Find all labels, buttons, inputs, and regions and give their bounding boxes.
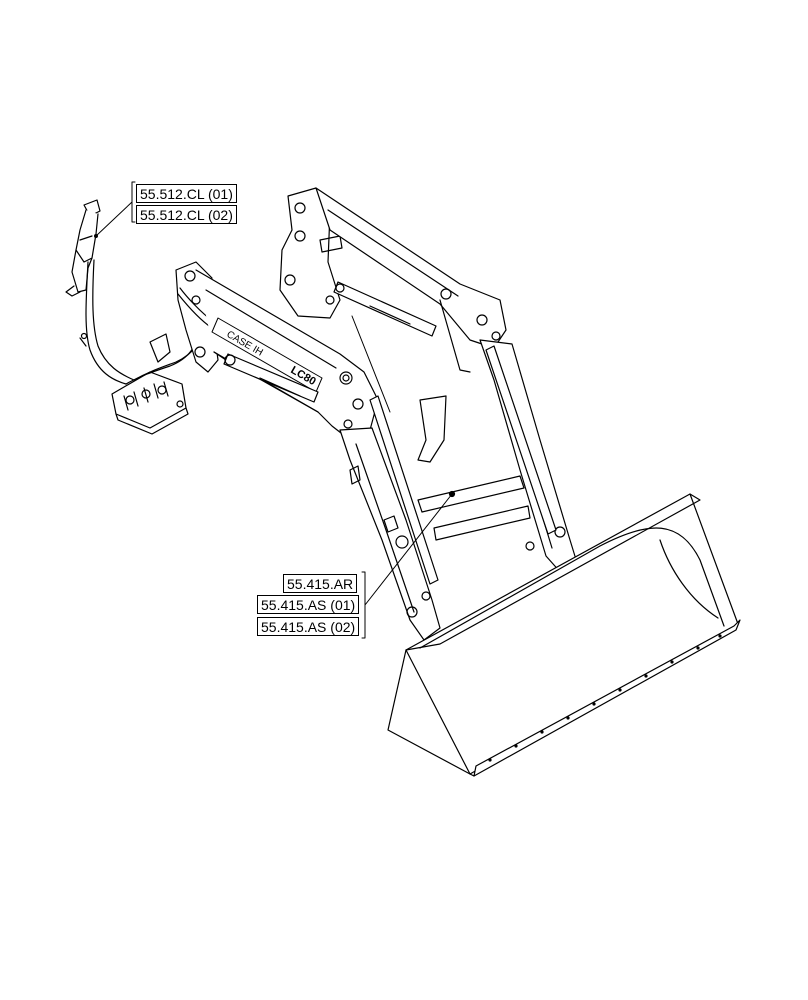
left-boom-arm (196, 270, 440, 640)
left-lift-cylinder (224, 354, 318, 402)
callout-55-512-cl-02[interactable]: 55.512.CL (02) (136, 205, 237, 224)
mounting-hook (418, 396, 446, 462)
tilt-cylinders (370, 300, 556, 584)
callout-55-415-as-02[interactable]: 55.415.AS (02) (257, 617, 360, 636)
cross-tube (418, 476, 530, 540)
bucket (388, 494, 740, 776)
callout-55-415-ar[interactable]: 55.415.AR (283, 574, 358, 593)
right-lift-cylinder (334, 282, 436, 412)
leader-lines (95, 182, 453, 638)
callout-55-512-cl-01[interactable]: 55.512.CL (01) (136, 184, 237, 203)
callout-55-415-as-01[interactable]: 55.415.AS (01) (257, 595, 360, 614)
joystick-assembly (66, 200, 134, 384)
